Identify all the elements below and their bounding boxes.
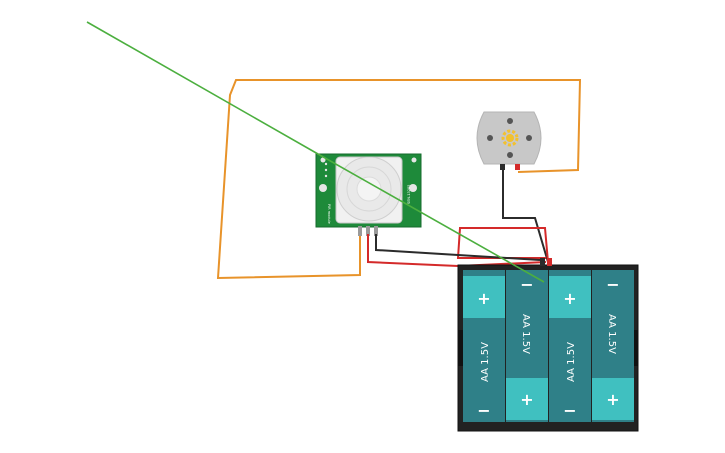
motor-terminal-red[interactable] [515,164,520,170]
cell-3-label: AA 1.5V [566,342,577,382]
motor-black-wire[interactable] [502,168,549,263]
cell-3-top-sign: + [563,289,576,308]
pir-pin-3[interactable] [374,226,378,236]
pir-pin-1[interactable] [358,226,362,236]
cell-1-label: AA 1.5V [480,342,491,382]
motor-terminal-black[interactable] [500,164,505,170]
battery-cell-1: + − AA 1.5V [463,270,505,422]
orange-wire[interactable] [216,79,582,280]
cell-3-bottom-sign: − [563,401,576,420]
cell-4-label: AA 1.5V [606,314,617,354]
pir-right-text: SEN-13285 [407,185,411,204]
cell-1-bottom-sign: − [477,401,490,420]
battery-pack[interactable]: + − AA 1.5V − + AA 1.5V + − AA 1.5V − + … [457,258,639,432]
cell-2-bottom-sign: + [520,390,533,409]
pir-red-wire[interactable] [367,234,547,268]
pir-sensor[interactable]: PIR module SEN-13285 [315,153,422,236]
battery-cell-4: − + AA 1.5V [592,270,634,422]
cell-2-top-sign: − [520,275,533,294]
motor-gear-icon [501,129,519,147]
battery-terminal-positive[interactable] [547,258,552,266]
battery-cell-2: − + AA 1.5V [506,270,548,422]
cell-2-label: AA 1.5V [520,314,531,354]
pir-pin-2[interactable] [366,226,370,236]
battery-red-loop[interactable] [456,227,549,263]
cell-4-bottom-sign: + [606,390,619,409]
pir-black-wire[interactable] [375,234,541,261]
dc-motor[interactable] [476,111,542,170]
green-wire[interactable] [86,21,545,283]
cell-1-top-sign: + [477,289,490,308]
battery-terminal-negative[interactable] [540,258,545,266]
pir-left-text: PIR module [327,204,331,224]
cell-4-top-sign: − [606,275,619,294]
battery-cell-3: + − AA 1.5V [549,270,591,422]
